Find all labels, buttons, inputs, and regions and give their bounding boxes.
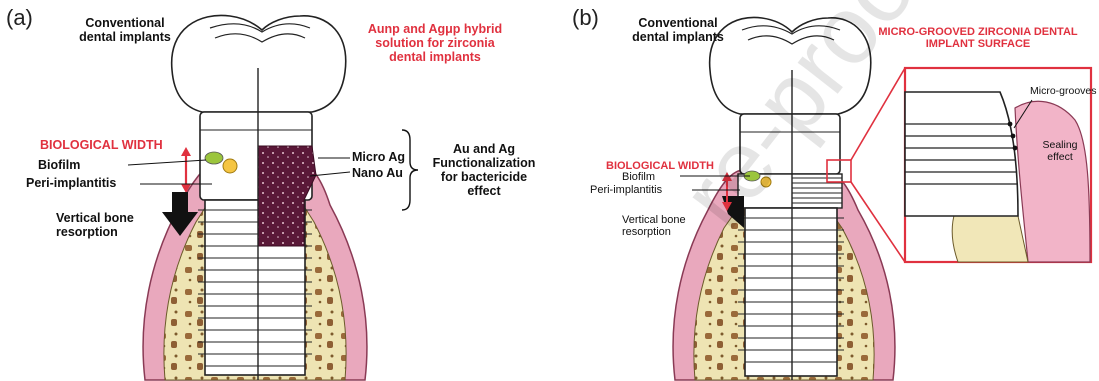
panel-a-red-title-line2: solution for zirconia: [355, 36, 515, 50]
panel-a-illustration: [128, 15, 418, 380]
inset-bone: [952, 210, 1028, 262]
panel-a-biofilm: Biofilm: [38, 158, 80, 172]
panel-a-vertical-bone: Vertical bone resorption: [56, 211, 134, 239]
panel-a-nano-au: Nano Au: [352, 166, 403, 180]
panel-b-tag: (b): [572, 6, 599, 31]
panel-a-title-line2: dental implants: [55, 30, 195, 44]
panel-a-tag: (a): [6, 6, 33, 31]
panel-b-title: Conventional dental implants: [608, 16, 748, 44]
panel-b-title-line2: dental implants: [608, 30, 748, 44]
panel-a-peri-implantitis: Peri-implantitis: [26, 176, 116, 190]
biofilm-blob-a: [205, 152, 223, 164]
panel-a-vertical-bone-line2: resorption: [56, 225, 134, 239]
panel-a-title-line1: Conventional: [55, 16, 195, 30]
panel-b-vertical-bone: Vertical bone resorption: [622, 214, 686, 239]
panel-b-biofilm: Biofilm: [622, 171, 655, 183]
brace-a: [402, 130, 418, 210]
panel-b-sealing-line2: effect: [1036, 152, 1084, 164]
panel-b-sealing-effect: Sealing effect: [1036, 140, 1084, 164]
panel-b-micro-grooves: Micro-grooves: [1030, 86, 1097, 98]
panel-a-brace-label: Au and Ag Functionalization for bacteric…: [420, 142, 548, 198]
panel-b-peri-implantitis: Peri-implantitis: [590, 184, 662, 196]
panel-a-red-title-line3: dental implants: [355, 50, 515, 64]
panel-a-brace-line3: for bactericide: [420, 170, 548, 184]
inset-implant: [905, 92, 1018, 216]
panel-a-vertical-bone-line1: Vertical bone: [56, 211, 134, 225]
panel-b-sealing-line1: Sealing: [1036, 140, 1084, 152]
panel-a-brace-line2: Functionalization: [420, 156, 548, 170]
panel-a-micro-ag: Micro Ag: [352, 150, 405, 164]
panel-b-vertical-bone-line2: resorption: [622, 226, 686, 238]
panel-a-red-title: Aunp and Agμp hybrid solution for zircon…: [355, 22, 515, 64]
panel-a-brace-line4: effect: [420, 184, 548, 198]
panel-b-vertical-bone-line1: Vertical bone: [622, 214, 686, 226]
panel-a-biological-width: BIOLOGICAL WIDTH: [40, 138, 163, 152]
bacterium-a: [223, 159, 237, 173]
panel-a-red-title-line1: Aunp and Agμp hybrid: [355, 22, 515, 36]
panel-b-title-line1: Conventional: [608, 16, 748, 30]
panel-a-brace-line1: Au and Ag: [420, 142, 548, 156]
panel-a-title: Conventional dental implants: [55, 16, 195, 44]
